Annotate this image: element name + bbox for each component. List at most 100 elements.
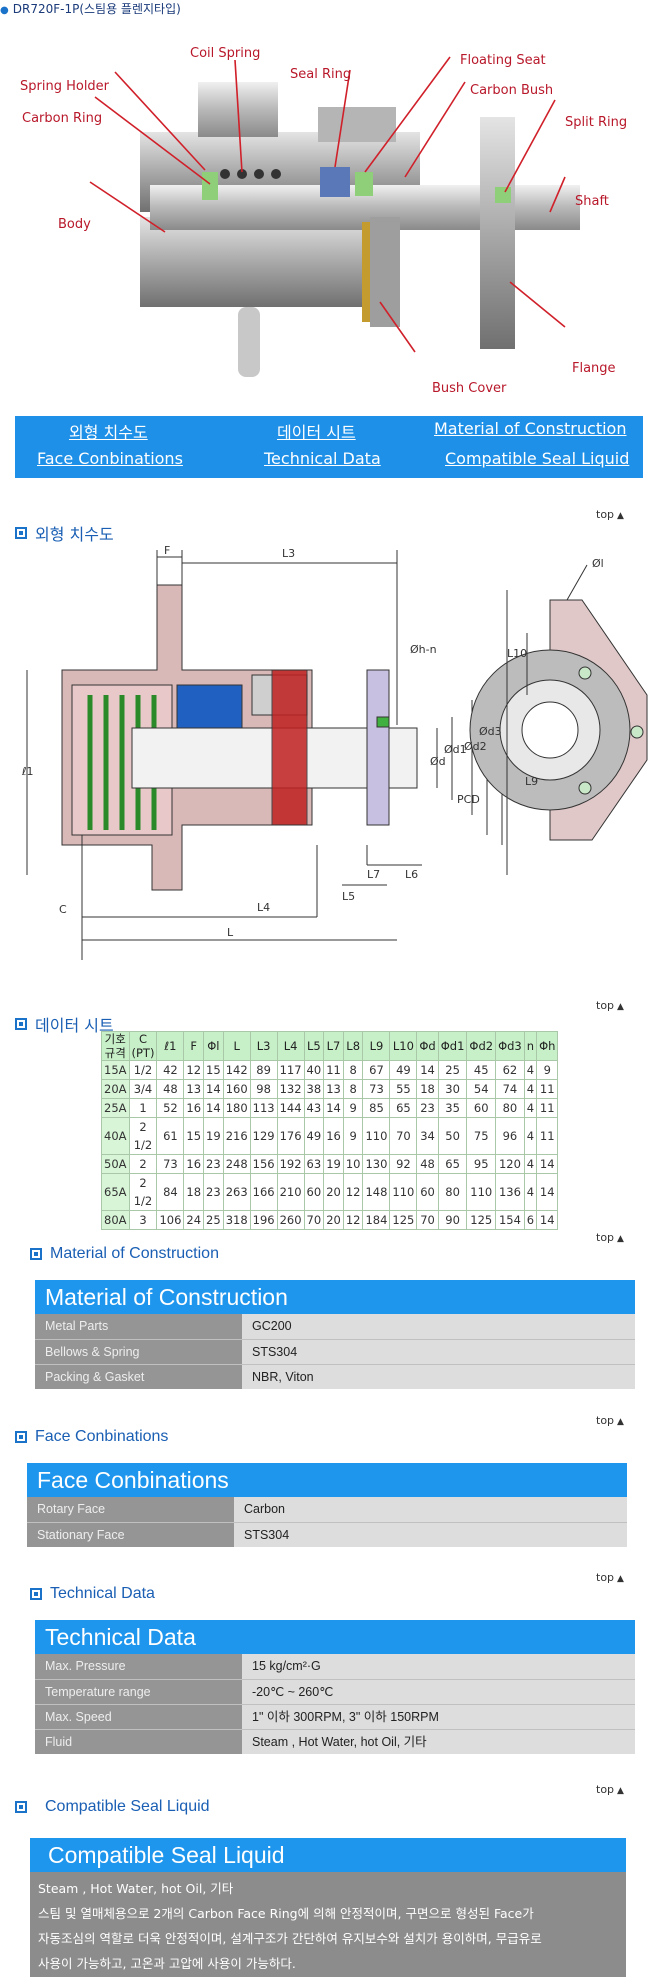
top-boss <box>318 107 396 142</box>
table-cell: 13 <box>323 1079 344 1099</box>
foot <box>238 307 260 377</box>
info-value: STS304 <box>234 1523 627 1547</box>
cutaway-diagram: Coil Spring Spring Holder Seal Ring Floa… <box>20 46 627 396</box>
up-arrow-icon: ▲ <box>617 1234 624 1244</box>
flange <box>480 117 515 349</box>
table-cell: 160 <box>222 1079 251 1099</box>
spec-header-cell: n <box>523 1031 538 1061</box>
table-cell: 117 <box>276 1060 305 1080</box>
nav-link-dimension[interactable]: 외형 치수도 <box>69 423 148 442</box>
table-cell: 25A <box>101 1098 130 1118</box>
table-cell: 9 <box>536 1060 559 1080</box>
table-cell: 14 <box>203 1079 224 1099</box>
spec-header-cell: ℓ1 <box>156 1031 185 1061</box>
dim-phi-d1: Ød1 <box>444 743 467 756</box>
table-cell: 80A <box>101 1210 130 1230</box>
table-cell: 14 <box>203 1098 224 1118</box>
table-cell: 12 <box>342 1210 364 1230</box>
info-value: Carbon <box>234 1497 627 1522</box>
table-cell: 15A <box>101 1060 130 1080</box>
table-cell: 110 <box>466 1173 497 1211</box>
table-cell: 14 <box>536 1173 559 1211</box>
seal-liquid-line: 자동조심의 역할로 더욱 안정적이며, 설계구조가 간단하여 유지보수와 설치가… <box>38 1931 542 1946</box>
table-cell: 1/2 <box>128 1060 158 1080</box>
seal-liquid-line: 사용이 가능하고, 고온과 고압에 사용이 가능하다. <box>38 1956 296 1971</box>
dim-l1: ℓ1 <box>21 765 34 778</box>
section-seal-liquid-heading: Compatible Seal Liquid <box>15 1798 210 1816</box>
table-cell: 70 <box>303 1210 325 1230</box>
table-cell: 4 <box>523 1173 538 1211</box>
info-key: Packing & Gasket <box>35 1365 242 1389</box>
table-cell: 40 <box>303 1060 325 1080</box>
nav-link-material[interactable]: Material of Construction <box>434 419 627 438</box>
info-value: Steam , Hot Water, hot Oil, 기타 <box>242 1730 635 1754</box>
top-link[interactable]: top▲ <box>596 999 624 1012</box>
table-cell: 11 <box>536 1098 559 1118</box>
table-cell: 4 <box>523 1079 538 1099</box>
table-cell: 70 <box>389 1117 418 1155</box>
info-value: -20℃ ~ 260℃ <box>242 1680 635 1704</box>
dim-L10: L10 <box>507 647 527 660</box>
table-cell: 192 <box>276 1154 305 1174</box>
bullet-icon: ● <box>0 5 9 16</box>
top-link[interactable]: top▲ <box>596 1783 624 1796</box>
seal-liquid-card: Compatible Seal Liquid Steam , Hot Water… <box>30 1838 626 1977</box>
table-cell: 60 <box>416 1173 439 1211</box>
table-cell: 129 <box>249 1117 278 1155</box>
table-cell: 62 <box>495 1060 525 1080</box>
section-material-heading: Material of Construction <box>30 1245 219 1263</box>
nav-link-face[interactable]: Face Conbinations <box>37 449 183 468</box>
spec-header-cell: Φl <box>203 1031 224 1061</box>
top-link[interactable]: top▲ <box>596 1571 624 1584</box>
table-cell: 125 <box>389 1210 418 1230</box>
table-cell: 184 <box>362 1210 391 1230</box>
table-cell: 20A <box>101 1079 130 1099</box>
dim-F: F <box>164 545 170 557</box>
nav-link-datasheet[interactable]: 데이터 시트 <box>277 423 356 442</box>
label-body: Body <box>58 217 91 232</box>
table-cell: 154 <box>495 1210 525 1230</box>
top-link[interactable]: top▲ <box>596 508 624 521</box>
table-cell: 210 <box>276 1173 305 1211</box>
table-cell: 11 <box>536 1117 559 1155</box>
table-cell: 2 1/2 <box>128 1173 158 1211</box>
table-cell: 63 <box>303 1154 325 1174</box>
table-cell: 70 <box>416 1210 439 1230</box>
table-cell: 74 <box>495 1079 525 1099</box>
label-seal-ring: Seal Ring <box>290 67 351 82</box>
nav-link-technical[interactable]: Technical Data <box>264 449 381 468</box>
table-cell: 216 <box>222 1117 251 1155</box>
spec-header-cell: Φd <box>416 1031 439 1061</box>
table-cell: 110 <box>389 1173 418 1211</box>
label-coil-spring: Coil Spring <box>190 46 260 61</box>
nav-link-seal-liquid[interactable]: Compatible Seal Liquid <box>445 449 630 468</box>
table-cell: 50 <box>437 1117 468 1155</box>
table-cell: 11 <box>323 1060 344 1080</box>
body <box>140 217 380 307</box>
table-cell: 23 <box>416 1098 439 1118</box>
top-link[interactable]: top▲ <box>596 1231 624 1244</box>
table-cell: 9 <box>342 1098 364 1118</box>
dim-phi-l: Øl <box>592 557 604 570</box>
split-ring <box>495 187 511 203</box>
table-cell: 25 <box>437 1060 468 1080</box>
table-cell: 80 <box>437 1173 468 1211</box>
dim-L6: L6 <box>405 868 418 881</box>
table-cell: 55 <box>389 1079 418 1099</box>
top-link[interactable]: top▲ <box>596 1414 624 1427</box>
seal-liquid-line: Steam , Hot Water, hot Oil, 기타 <box>38 1881 234 1896</box>
table-cell: 65 <box>437 1154 468 1174</box>
table-cell: 34 <box>416 1117 439 1155</box>
seal-liquid-card-title: Compatible Seal Liquid <box>30 1838 626 1872</box>
info-value: STS304 <box>242 1340 635 1364</box>
info-key: Fluid <box>35 1730 242 1754</box>
table-cell: 40A <box>101 1117 130 1155</box>
info-key: Metal Parts <box>35 1314 242 1339</box>
